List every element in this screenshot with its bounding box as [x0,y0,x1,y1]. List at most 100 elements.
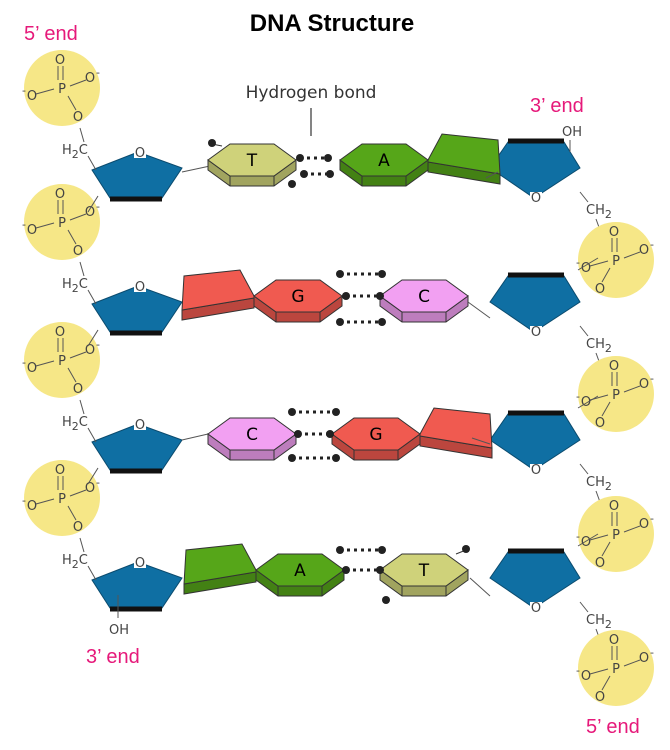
h2c-label: H2C [62,415,88,433]
oxygen-atom: O [639,243,649,258]
ring-oxygen-bg [134,418,146,430]
base-adenine: A [339,133,501,187]
bond [69,351,87,359]
subscript: 2 [72,282,79,295]
bond [67,229,77,245]
hydrogen-bond [342,292,384,300]
charge-minus: - [576,664,580,677]
backbone-bond [87,155,97,171]
bond [623,525,641,533]
backbone-bond [579,191,589,203]
phosphorus-atom: P [58,354,66,369]
sugar-ring [489,275,581,333]
phosphorus-atom: P [612,528,620,543]
oxygen-atom: O [27,361,37,376]
subscript: 2 [72,148,79,161]
base-cytosine: C [379,279,469,323]
ring-oxygen-bg [134,280,146,292]
subscript: 2 [605,208,612,221]
oxygen-atom: O [639,651,649,666]
base-letter: C [246,425,258,445]
glycosidic-bond [181,433,209,441]
backbones: OPO-O-OOPO-O-OOPO-O-OOPO-O-OOH2COH2COH2C… [22,50,654,706]
charge-minus: - [650,512,654,525]
ch2-label: CH2 [586,203,612,221]
hydrogen-bond [342,566,384,574]
sugar-ring [91,285,183,333]
hydrogen-bond [296,154,332,162]
oxygen-atom: O [609,633,619,648]
base-hexagon: G [331,417,421,461]
bond-dot [294,430,302,438]
h2c-label: H2C [62,143,88,161]
oxygen-atom: O [609,225,619,240]
oxygen-atom: O [73,520,83,535]
sugar-ring [91,561,183,609]
bond [35,222,55,229]
phosphorus-atom: P [58,82,66,97]
oxygen-atom: O [27,223,37,238]
ring-oxygen-bg [134,146,146,158]
sugar-left-2: O [91,280,183,336]
glycosidic-bond [469,577,491,597]
backbone-bond [579,601,589,613]
hydrogen-bond [294,430,334,438]
bond-dot [336,318,344,326]
carbon: C [79,143,88,158]
sugar-ring [489,551,581,609]
bond-dot [326,430,334,438]
bond-dot [376,566,384,574]
base-letter: T [418,561,430,581]
backbone-bond [87,565,97,581]
bond [601,675,611,691]
oxygen-atom: O [581,395,591,410]
sugar-ring [489,413,581,471]
charge-minus: - [576,256,580,269]
sugar-right-1: O [489,138,581,206]
phosphate-circle [24,50,100,126]
charge-minus: - [22,494,26,507]
ch2-label: CH2 [586,337,612,355]
phosphorus-atom: P [58,492,66,507]
ch2-label: CH2 [586,613,612,631]
subscript: 2 [72,420,79,433]
subscript: 2 [605,342,612,355]
bond [601,267,611,283]
bond-dot [296,154,304,162]
ring-oxygen: O [135,280,145,295]
ring-oxygen: O [531,325,541,340]
glycosidic-bond [471,437,491,445]
backbone-bond [577,395,599,409]
hydrogen-bond [288,454,340,462]
backbone-bond [577,533,599,547]
bond [67,367,77,383]
bond-dot [208,139,216,147]
base-thymine: T [379,553,469,597]
oxygen-atom: O [595,416,605,431]
sugar-left-4: O [91,556,183,612]
sugar-right-2: O [489,272,581,340]
backbone-bond [87,329,99,347]
phosphorus-atom: P [612,662,620,677]
bond [623,385,641,393]
base-hexagon: A [339,143,429,187]
phosphate-left-4: OPO-O-O [22,460,100,536]
end-label-top-right: 3’ end [530,95,584,117]
base-letter: G [369,425,382,445]
bond-dot [378,546,386,554]
bond-dot [462,545,470,553]
phosphorus-atom: P [612,388,620,403]
charge-minus: - [22,218,26,231]
ring-oxygen: O [135,556,145,571]
ring-oxygen-bg [530,602,542,614]
phosphate-circle [24,460,100,536]
sugar-left-1: O [91,146,183,202]
carbon: C [79,277,88,292]
phosphorus-atom: P [58,216,66,231]
bond-dot [382,596,390,604]
bond-dot [376,292,384,300]
bond-dot [324,154,332,162]
